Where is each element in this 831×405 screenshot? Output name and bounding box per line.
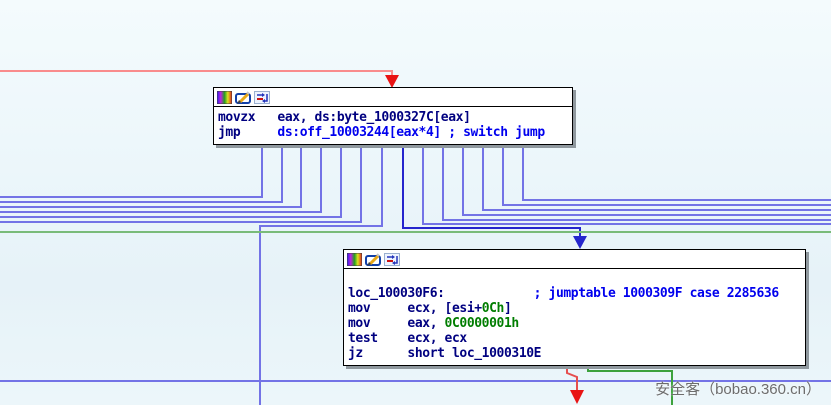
immediate-value: 0Ch [481, 301, 505, 316]
switch-edge [0, 145, 263, 198]
edge-b2-true [587, 366, 673, 405]
edge-b2-false-arrow [570, 390, 584, 404]
switch-edge [0, 145, 322, 213]
node-color-icon[interactable] [347, 253, 362, 266]
edit-node-icon[interactable] [235, 91, 251, 104]
operand-close: ] [503, 301, 512, 316]
watermark: 安全客（bobao.360.cn） [655, 381, 821, 398]
mnemonic: jmp [218, 125, 278, 140]
switch-edge [0, 145, 283, 203]
switch-edge [462, 145, 831, 216]
instruction-line[interactable]: movzx eax, ds:byte_1000327C[eax] [218, 110, 572, 125]
edge-b2-false [566, 366, 578, 391]
basic-block-switch[interactable]: movzx eax, ds:byte_1000327C[eax] jmp ds:… [213, 87, 573, 145]
edge-incoming-red-arrow [385, 75, 399, 88]
basic-block-case[interactable]: loc_100030F6: ; jumptable 1000309F case … [343, 249, 806, 366]
operand: ds:off_10003244[eax*4] [277, 125, 441, 140]
mnemonic-operand: mov eax, [348, 316, 445, 331]
instruction-line[interactable]: jz short loc_1000310E [348, 346, 805, 361]
switch-edge-long [259, 145, 383, 405]
switch-edge [442, 145, 831, 221]
comment: ; switch jump [440, 125, 545, 140]
instruction-text: jz short loc_1000310E [348, 346, 542, 361]
switch-edge [422, 145, 831, 225]
instruction-line[interactable]: test ecx, ecx [348, 331, 805, 346]
label-line[interactable]: loc_100030F6: ; jumptable 1000309F case … [348, 286, 805, 301]
block-titlebar [214, 88, 572, 107]
disassembly-listing: loc_100030F6: ; jumptable 1000309F case … [344, 269, 805, 361]
edge-to-block2-arrow [573, 236, 587, 249]
node-color-icon[interactable] [217, 91, 232, 104]
edit-node-icon[interactable] [365, 253, 381, 266]
mnemonic-operand: mov ecx, [esi+ [348, 301, 482, 316]
disassembly-listing: movzx eax, ds:byte_1000327C[eax] jmp ds:… [214, 107, 572, 140]
switch-edge [502, 145, 831, 206]
block-titlebar [344, 250, 805, 269]
switch-edge [0, 145, 362, 223]
instruction-text: movzx eax, ds:byte_1000327C[eax] [218, 110, 471, 125]
edge-incoming-red [0, 70, 393, 78]
location-label: loc_100030F6: [348, 286, 445, 301]
edge-to-block2 [402, 145, 581, 240]
collapse-node-icon[interactable] [254, 91, 270, 104]
switch-edge [522, 145, 831, 201]
instruction-text: test ecx, ecx [348, 331, 467, 346]
collapse-node-icon[interactable] [384, 253, 400, 266]
instruction-line[interactable]: mov ecx, [esi+0Ch] [348, 301, 805, 316]
spacer [445, 286, 534, 301]
comment: ; jumptable 1000309F case 2285636 [533, 286, 779, 301]
switch-edge [0, 145, 342, 218]
switch-edge [0, 145, 302, 208]
immediate-value: 0C0000001h [444, 316, 520, 331]
switch-edge [482, 145, 831, 211]
instruction-line[interactable]: mov eax, 0C0000001h [348, 316, 805, 331]
instruction-line[interactable]: jmp ds:off_10003244[eax*4] ; switch jump [218, 125, 572, 140]
